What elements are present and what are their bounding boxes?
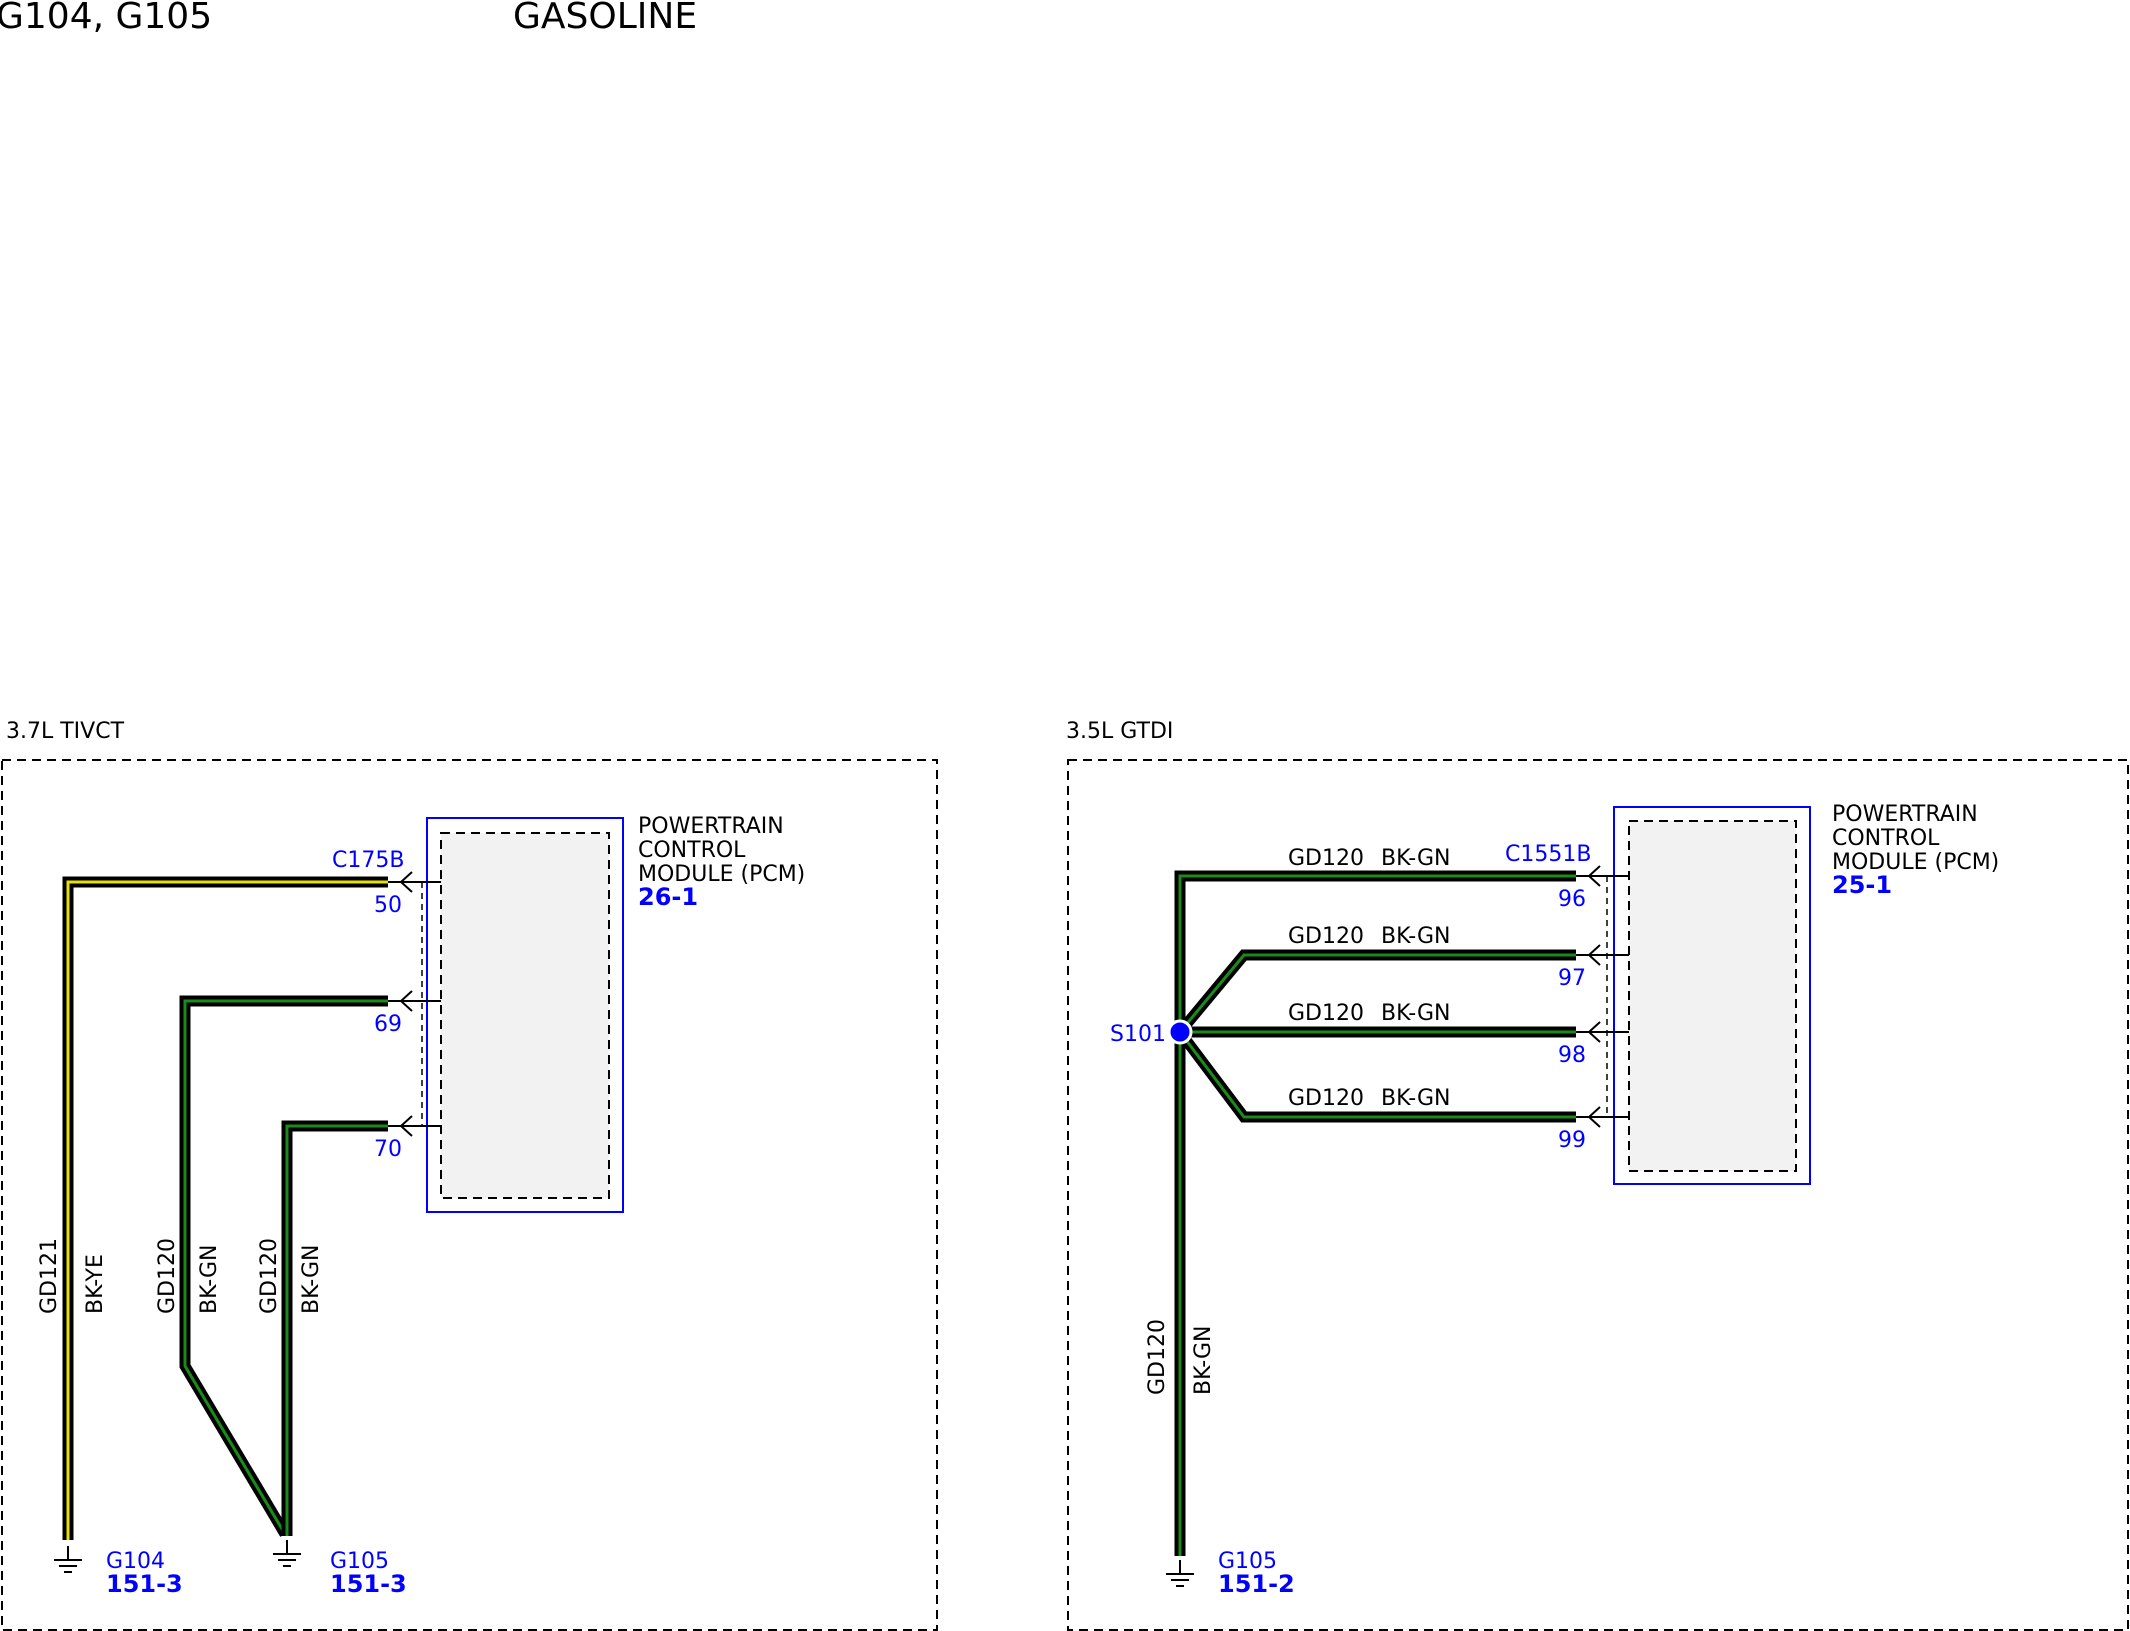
ground-ref-link[interactable]: 151-3 (106, 1570, 183, 1598)
ground-icon (273, 1540, 301, 1567)
wire-circuit-label: GD120 (1145, 1319, 1170, 1395)
ground-icon (1166, 1560, 1194, 1587)
splice-point[interactable] (1167, 1019, 1193, 1045)
wire-circuit-label: GD120 (257, 1238, 282, 1314)
wire-color-label: BK-GN (1381, 1001, 1450, 1026)
wire-gd120-bk-gn-70[interactable] (281, 1120, 388, 1536)
wire-gd120-bk-gn-99[interactable] (1175, 1028, 1576, 1123)
module-name-line-2: CONTROL (638, 838, 746, 863)
connector-pin-96[interactable] (1576, 865, 1629, 887)
wire-circuit-label: GD120 (1288, 1001, 1364, 1026)
connector-pin-99[interactable] (1576, 1106, 1629, 1128)
module-name-line-1: POWERTRAIN (1832, 802, 1978, 827)
wire-color-label: BK-GN (1191, 1326, 1216, 1395)
pin-label: 96 (1558, 887, 1586, 912)
wire-circuit-label: GD120 (155, 1238, 180, 1314)
wire-gd120-bk-gn-69[interactable] (179, 995, 388, 1537)
module-ref-link[interactable]: 25-1 (1832, 871, 1892, 899)
ground-icon (54, 1546, 82, 1573)
panel-frame-right (1067, 759, 2129, 1631)
ground-name: G105 (330, 1549, 389, 1574)
connector-pin-70[interactable] (388, 1115, 441, 1137)
wire-color-label: BK-GN (197, 1245, 222, 1314)
ground-name: G105 (1218, 1549, 1277, 1574)
pcm-module-right[interactable] (1613, 806, 1811, 1185)
wire-gd120-bk-gn-96[interactable] (1174, 870, 1576, 1032)
pin-label: 99 (1558, 1128, 1586, 1153)
wire-circuit-label: GD120 (1288, 1086, 1364, 1111)
panel-frame-left (1, 759, 938, 1631)
ground-name: G104 (106, 1549, 165, 1574)
wire-color-label: BK-GN (299, 1245, 324, 1314)
connector-id[interactable]: C175B (332, 848, 404, 873)
panel-3-5l-gtdi: 3.5L GTDI POWERTRAIN CONTROL MODULE (PCM… (1066, 719, 2129, 1631)
panel-title-left: 3.7L TIVCT (6, 719, 125, 744)
ground-ref-link[interactable]: 151-3 (330, 1570, 407, 1598)
ground-ref-link[interactable]: 151-2 (1218, 1570, 1295, 1598)
module-name-line-1: POWERTRAIN (638, 814, 784, 839)
wire-color-label: BK-GN (1381, 1086, 1450, 1111)
pcm-module-left[interactable] (426, 817, 624, 1213)
module-name-line-2: CONTROL (1832, 826, 1940, 851)
wire-gd121-bk-ye[interactable] (62, 876, 388, 1540)
splice-label: S101 (1110, 1022, 1166, 1047)
connector-pin-69[interactable] (388, 990, 441, 1012)
connector-pin-98[interactable] (1576, 1021, 1629, 1043)
wire-circuit-label: GD120 (1288, 924, 1364, 949)
wire-circuit-label: GD120 (1288, 846, 1364, 871)
module-name-line-3: MODULE (PCM) (1832, 850, 1999, 875)
connector-pin-97[interactable] (1576, 944, 1629, 966)
panel-title-right: 3.5L GTDI (1066, 719, 1173, 744)
pin-label: 69 (374, 1012, 402, 1037)
pin-label: 98 (1558, 1043, 1586, 1068)
module-ref-link[interactable]: 26-1 (638, 883, 698, 911)
pin-label: 97 (1558, 966, 1586, 991)
header-fuel-type: GASOLINE (513, 0, 697, 37)
module-name-line-3: MODULE (PCM) (638, 862, 805, 887)
connector-id[interactable]: C1551B (1505, 842, 1591, 867)
wire-gd120-bk-gn-97[interactable] (1175, 949, 1576, 1036)
wire-circuit-label: GD121 (37, 1238, 62, 1314)
pin-label: 50 (374, 893, 402, 918)
pin-label: 70 (374, 1137, 402, 1162)
wire-color-label: BK-GN (1381, 846, 1450, 871)
wire-color-label: BK-GN (1381, 924, 1450, 949)
panel-3-7l-tivct: 3.7L TIVCT POWERTRAIN CONTROL MODULE (PC… (1, 719, 938, 1631)
header-ground-ids: G104, G105 (0, 0, 212, 37)
connector-pin-50[interactable] (388, 871, 441, 893)
wire-color-label: BK-YE (83, 1254, 108, 1314)
